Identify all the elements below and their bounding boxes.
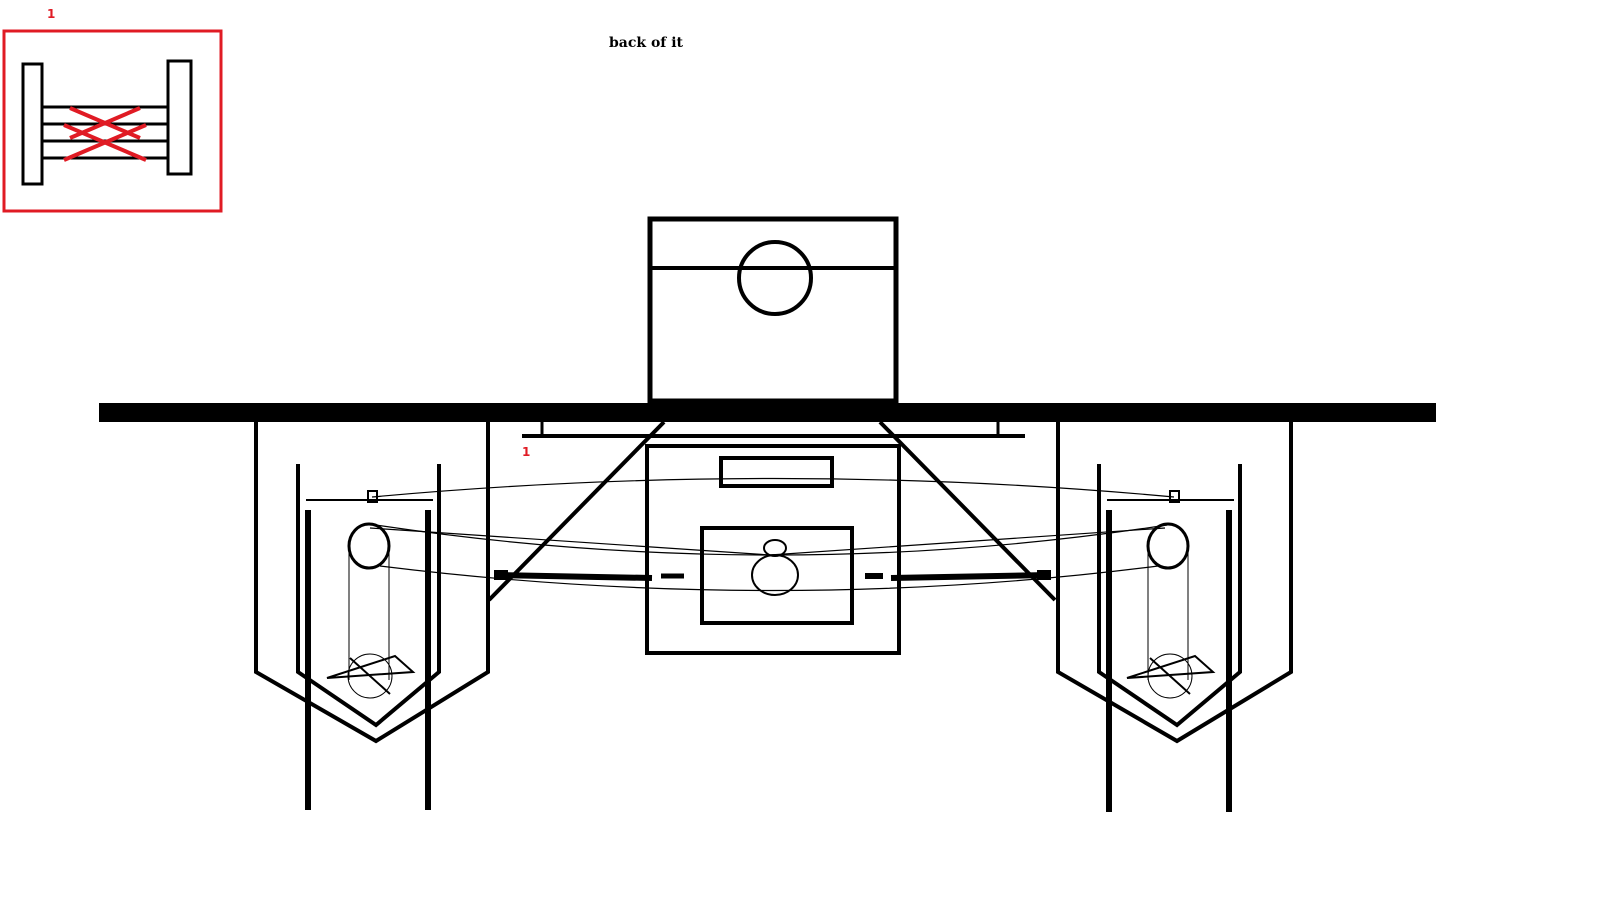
callout-main-number: 1: [522, 445, 531, 459]
callout-inset-number: 1: [47, 7, 56, 21]
central-box: [645, 444, 901, 655]
inset-cross-braces: [63, 106, 147, 162]
inset-rungs: [42, 105, 168, 160]
diagram-title: back of it: [609, 35, 683, 51]
top-housing: [647, 216, 899, 404]
left-strut: [487, 420, 666, 602]
right-pod: [1056, 422, 1293, 812]
inset-frame: [2, 29, 223, 213]
right-strut: [878, 420, 1057, 602]
central-inner-box: [700, 526, 854, 625]
main-frame: [99, 216, 1436, 655]
inset-detail: [2, 29, 223, 213]
central-drum: [751, 554, 799, 596]
inset-left-upright: [21, 62, 44, 186]
crossbar-right: [890, 572, 1051, 581]
central-slot: [719, 456, 834, 488]
top-housing-circle: [737, 240, 813, 316]
left-pod: [254, 422, 490, 810]
deck-beam: [99, 403, 1436, 422]
inset-right-upright: [166, 59, 193, 176]
crossbar-left: [495, 572, 653, 581]
cables: [369, 477, 1175, 592]
